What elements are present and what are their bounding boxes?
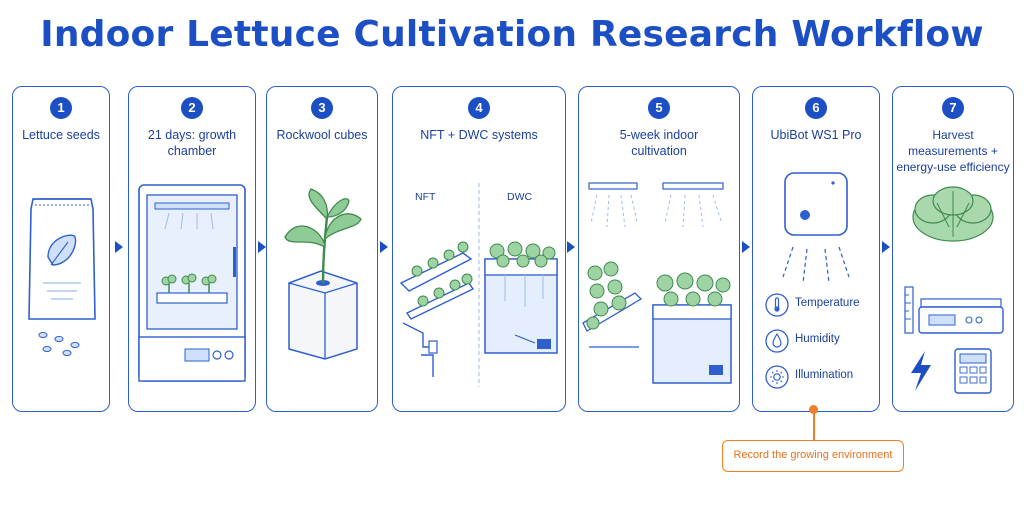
rockwool-seedling-icon [284, 188, 362, 360]
step-2-badge: 2 [181, 97, 203, 119]
flow-arrow-1 [115, 241, 123, 253]
step-1-badge: 1 [50, 97, 72, 119]
step-1-panel: 1 Lettuce seeds [12, 86, 110, 412]
step-4-panel: 4 NFT + DWC systems NFT DWC [392, 86, 566, 412]
sensor-row-humidity: Humidity [765, 329, 840, 356]
sun-icon [765, 365, 789, 389]
step-6-panel: 6 UbiBot WS1 Pro Temperature Humidity Il… [752, 86, 880, 412]
step-3-badge: 3 [311, 97, 333, 119]
step-5-label: 5-week indoor cultivation [619, 128, 699, 158]
record-environment-note: Record the growing environment [722, 440, 904, 472]
flow-arrow-2 [258, 241, 266, 253]
step-3-label: Rockwool cubes [276, 128, 368, 142]
sensor-row-temperature: Temperature [765, 293, 860, 320]
nft-label: NFT [415, 191, 436, 203]
step-4-label: NFT + DWC systems [420, 128, 538, 142]
growth-chamber-icon [138, 184, 246, 382]
step-4-badge: 4 [468, 97, 490, 119]
sensor-illumination-label: Illumination [795, 369, 854, 381]
diagram-title: Indoor Lettuce Cultivation Research Work… [40, 14, 984, 55]
flow-arrow-3 [380, 241, 388, 253]
flow-arrow-4 [567, 241, 575, 253]
sensor-row-illumination: Illumination [765, 365, 853, 392]
thermometer-icon [765, 293, 789, 317]
dwc-label: DWC [507, 191, 533, 203]
flow-arrow-6 [882, 241, 890, 253]
sensor-temperature-label: Temperature [795, 297, 860, 309]
step-7-label: Harvest measurements + energy-use effici… [896, 128, 1010, 174]
flow-arrow-5 [742, 241, 750, 253]
step-3-panel: 3 Rockwool cubes [266, 86, 378, 412]
ubibot-sensor-icon [782, 172, 850, 284]
seed-packet-icon [28, 198, 96, 357]
step-5-panel: 5 5-week indoor cultivation [578, 86, 740, 412]
nft-dwc-systems-icon [399, 183, 558, 387]
step-6-label: UbiBot WS1 Pro [770, 128, 862, 142]
note-connector-line [813, 412, 815, 440]
water-drop-icon [765, 329, 789, 353]
step-7-panel: 7 Harvest measurements + energy-use effi… [892, 86, 1014, 412]
step-2-panel: 2 21 days: growth chamber [128, 86, 256, 412]
step-2-label: 21 days: growth chamber [147, 128, 237, 158]
note-connector-dot [809, 405, 818, 414]
harvest-measurement-icon [904, 186, 1004, 394]
step-6-badge: 6 [805, 97, 827, 119]
step-7-badge: 7 [942, 97, 964, 119]
indoor-cultivation-icon [582, 182, 732, 384]
sensor-humidity-label: Humidity [795, 333, 840, 345]
step-1-label: Lettuce seeds [22, 128, 100, 142]
step-5-badge: 5 [648, 97, 670, 119]
